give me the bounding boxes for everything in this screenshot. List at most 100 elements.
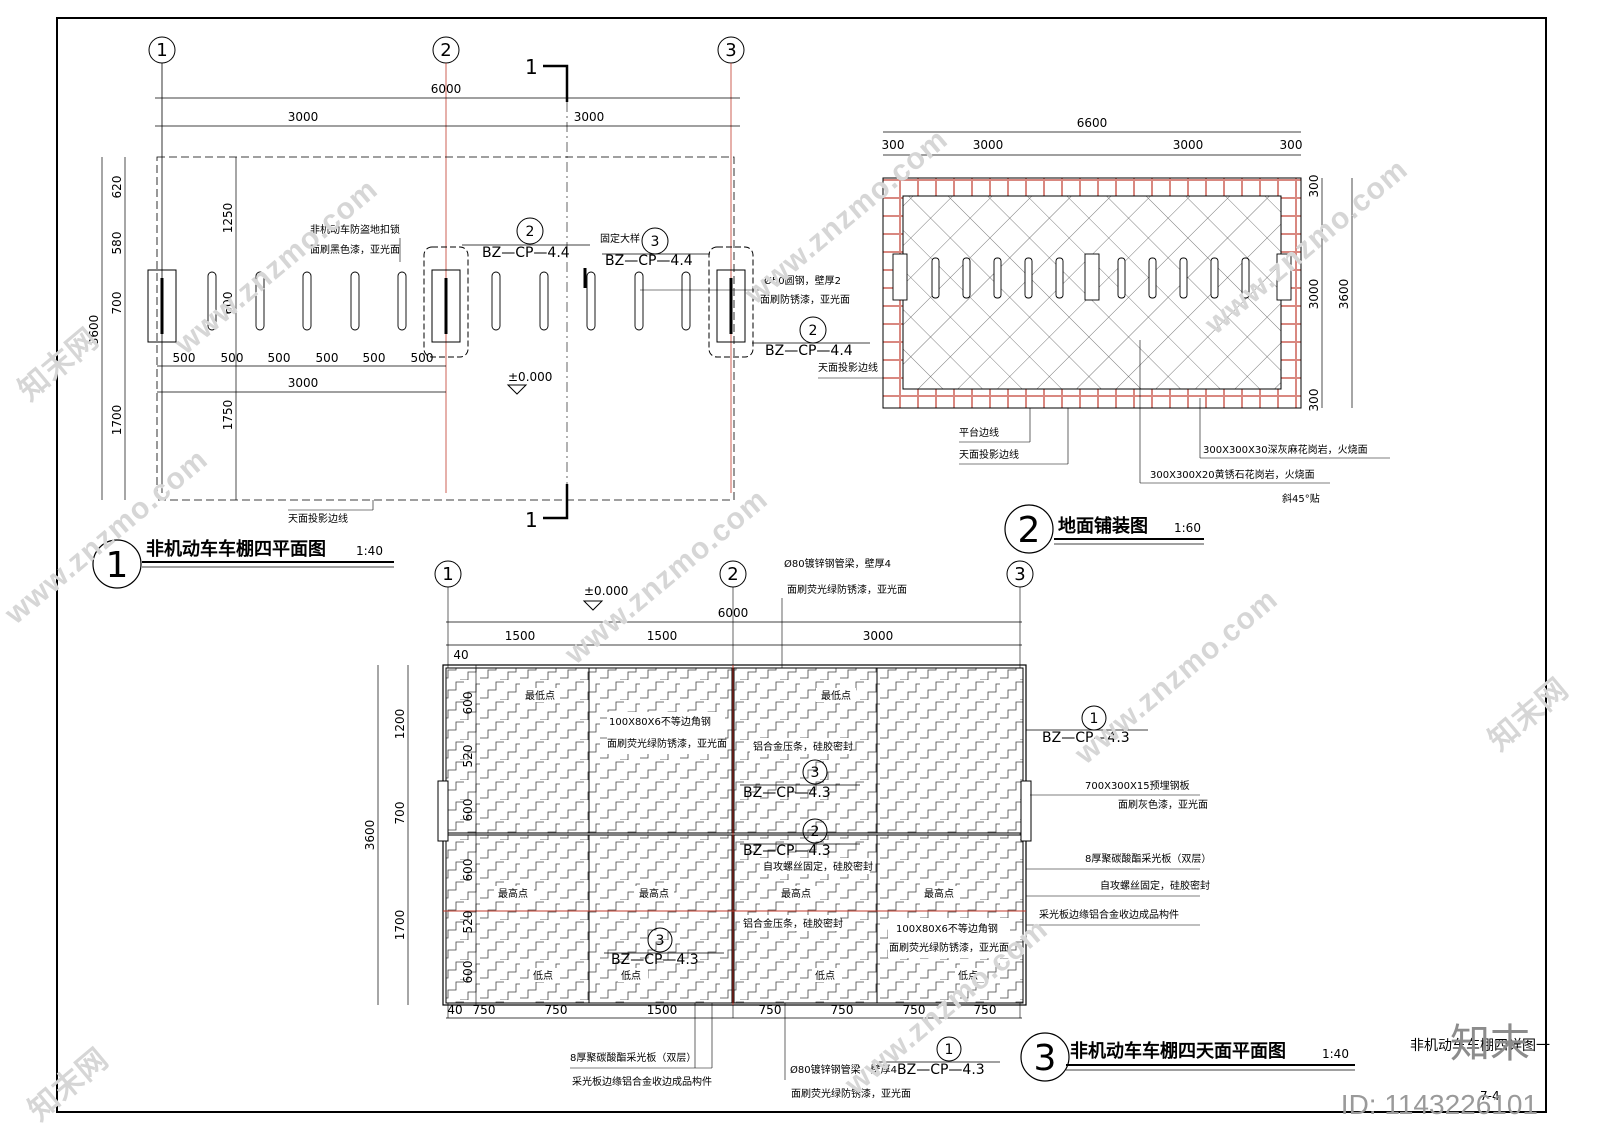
svg-text:1700: 1700 <box>110 405 124 436</box>
plan2-top-dims: 6600 300 3000 3000 300 <box>882 116 1302 156</box>
plan2-note-canopy: 天面投影边线 <box>818 361 878 374</box>
plan2-slots <box>892 253 1292 301</box>
svg-text:2: 2 <box>727 564 738 585</box>
svg-text:1200: 1200 <box>393 709 407 740</box>
plan-3: 1 2 3 ±0.000 6000 1500 1500 3000 <box>363 557 1355 1100</box>
axis-3: 3 <box>717 36 745 493</box>
note-proj: 天面投影边线 <box>288 512 348 525</box>
svg-text:最高点: 最高点 <box>924 887 954 900</box>
canopy-projection <box>156 156 735 501</box>
svg-text:520: 520 <box>461 911 475 934</box>
svg-text:最低点: 最低点 <box>821 689 851 702</box>
note-yellow-granite: 300X300X20黄锈石花岗岩，火烧面 <box>1150 468 1315 481</box>
roof-panel <box>876 667 1024 834</box>
svg-text:3: 3 <box>1034 1038 1057 1079</box>
svg-text:非机动车车棚四天面平面图: 非机动车车棚四天面平面图 <box>1070 1040 1286 1062</box>
svg-text:3: 3 <box>651 234 660 250</box>
svg-text:最高点: 最高点 <box>498 887 528 900</box>
svg-text:750: 750 <box>903 1003 926 1017</box>
note-fixed: 固定大样 <box>600 232 640 245</box>
svg-text:600: 600 <box>461 859 475 882</box>
roof-panel <box>445 834 590 1004</box>
svg-text:铝合金压条，硅胶密封: 铝合金压条，硅胶密封 <box>743 917 843 930</box>
note-pipe-1: Ø50圆钢，壁厚2 <box>764 274 841 287</box>
svg-text:1: 1 <box>525 55 538 79</box>
plan-2: 6600 300 3000 3000 300 300 30 <box>818 116 1390 554</box>
svg-text:620: 620 <box>110 176 124 199</box>
svg-text:2: 2 <box>811 824 820 840</box>
svg-text:面刷灰色漆，亚光面: 面刷灰色漆，亚光面 <box>1118 798 1208 811</box>
svg-text:3000: 3000 <box>973 138 1004 152</box>
svg-text:3: 3 <box>725 40 736 61</box>
svg-text:3000: 3000 <box>288 376 319 390</box>
svg-text:3000: 3000 <box>1307 279 1321 310</box>
svg-text:3: 3 <box>1014 564 1025 585</box>
svg-text:最高点: 最高点 <box>639 887 669 900</box>
axis-2: 2 <box>432 36 460 493</box>
svg-text:1250: 1250 <box>221 203 235 234</box>
svg-text:低点: 低点 <box>958 969 978 982</box>
svg-text:750: 750 <box>831 1003 854 1017</box>
svg-text:1: 1 <box>106 545 129 586</box>
svg-text:2: 2 <box>526 224 535 240</box>
svg-text:500: 500 <box>221 351 244 365</box>
plan1-top-dims: 6000 3000 3000 <box>155 82 740 127</box>
svg-text:580: 580 <box>110 232 124 255</box>
svg-text:BZ—CP—4.4: BZ—CP—4.4 <box>482 245 570 261</box>
svg-text:700: 700 <box>110 292 124 315</box>
svg-text:BZ—CP—4.3: BZ—CP—4.3 <box>897 1062 985 1078</box>
svg-text:采光板边缘铝合金收边成品构件: 采光板边缘铝合金收边成品构件 <box>572 1075 712 1088</box>
svg-text:BZ—CP—4.3: BZ—CP—4.3 <box>743 843 831 859</box>
svg-text:600: 600 <box>461 692 475 715</box>
svg-text:3000: 3000 <box>288 110 319 124</box>
svg-text:6000: 6000 <box>718 606 749 620</box>
plan1-elevation: ±0.000 <box>506 370 552 395</box>
svg-text:40: 40 <box>447 1003 462 1017</box>
svg-text:3600: 3600 <box>87 315 101 346</box>
svg-text:Ø80镀锌钢管梁，壁厚4: Ø80镀锌钢管梁，壁厚4 <box>790 1063 897 1076</box>
svg-text:700X300X15预埋钢板: 700X300X15预埋钢板 <box>1085 779 1190 792</box>
svg-text:8厚聚碳酸酯采光板（双层）: 8厚聚碳酸酯采光板（双层） <box>1085 852 1211 865</box>
sheet-frame <box>56 17 1547 1113</box>
svg-text:1:40: 1:40 <box>356 544 383 558</box>
svg-text:BZ—CP—4.4: BZ—CP—4.4 <box>605 253 693 269</box>
svg-text:面刷荧光绿防锈漆，亚光面: 面刷荧光绿防锈漆，亚光面 <box>607 737 727 750</box>
svg-text:100X80X6不等边角钢: 100X80X6不等边角钢 <box>609 715 711 728</box>
svg-text:2: 2 <box>440 40 451 61</box>
svg-text:非机动车车棚四平面图: 非机动车车棚四平面图 <box>146 538 326 560</box>
svg-text:300: 300 <box>882 138 905 152</box>
svg-text:100X80X6不等边角钢: 100X80X6不等边角钢 <box>896 922 998 935</box>
plan3-ref-2: 3 BZ—CP—4.3 <box>740 759 860 801</box>
plan3-ref-4: 3 BZ—CP—4.3 <box>604 927 724 968</box>
svg-text:600: 600 <box>221 292 235 315</box>
svg-text:600: 600 <box>461 799 475 822</box>
svg-text:3000: 3000 <box>863 629 894 643</box>
plan1-left-dims: 3600 620 580 700 1700 1250 600 1750 <box>87 157 237 500</box>
plan3-elevation: ±0.000 <box>582 584 628 611</box>
brand-logo: 知末 <box>1450 1021 1530 1067</box>
svg-text:面刷荧光绿防锈漆，亚光面: 面刷荧光绿防锈漆，亚光面 <box>791 1087 911 1100</box>
note-lock-1: 非机动车防盗地扣锁 <box>310 223 400 236</box>
svg-text:1:60: 1:60 <box>1174 521 1201 535</box>
detail-ref-a: 2 BZ—CP—4.4 <box>462 217 590 261</box>
svg-text:3: 3 <box>656 933 665 949</box>
svg-text:铝合金压条，硅胶密封: 铝合金压条，硅胶密封 <box>753 740 853 753</box>
svg-text:自攻螺丝固定，硅胶密封: 自攻螺丝固定，硅胶密封 <box>763 860 873 873</box>
svg-text:低点: 低点 <box>815 969 835 982</box>
bike-slots <box>207 271 691 331</box>
note-platform: 平台边线 <box>959 426 999 439</box>
svg-text:Ø80镀锌钢管梁，壁厚4: Ø80镀锌钢管梁，壁厚4 <box>784 557 891 570</box>
svg-text:BZ—CP—4.4: BZ—CP—4.4 <box>765 343 853 359</box>
svg-text:1: 1 <box>945 1042 954 1058</box>
note-lock-2: 面刷黑色漆，亚光面 <box>310 243 400 256</box>
svg-text:750: 750 <box>473 1003 496 1017</box>
svg-text:自攻螺丝固定，硅胶密封: 自攻螺丝固定，硅胶密封 <box>1100 879 1210 892</box>
svg-text:1700: 1700 <box>393 910 407 941</box>
svg-text:6600: 6600 <box>1077 116 1108 130</box>
note-proj-edge: 天面投影边线 <box>959 448 1019 461</box>
plan3-notes: Ø80镀锌钢管梁，壁厚4 面刷荧光绿防锈漆，亚光面 100X80X6不等边角钢 … <box>570 557 1211 1100</box>
plan1-title: 1 非机动车车棚四平面图 1:40 <box>92 538 394 589</box>
svg-text:面刷荧光绿防锈漆，亚光面: 面刷荧光绿防锈漆，亚光面 <box>889 941 1009 954</box>
svg-text:3: 3 <box>811 765 820 781</box>
